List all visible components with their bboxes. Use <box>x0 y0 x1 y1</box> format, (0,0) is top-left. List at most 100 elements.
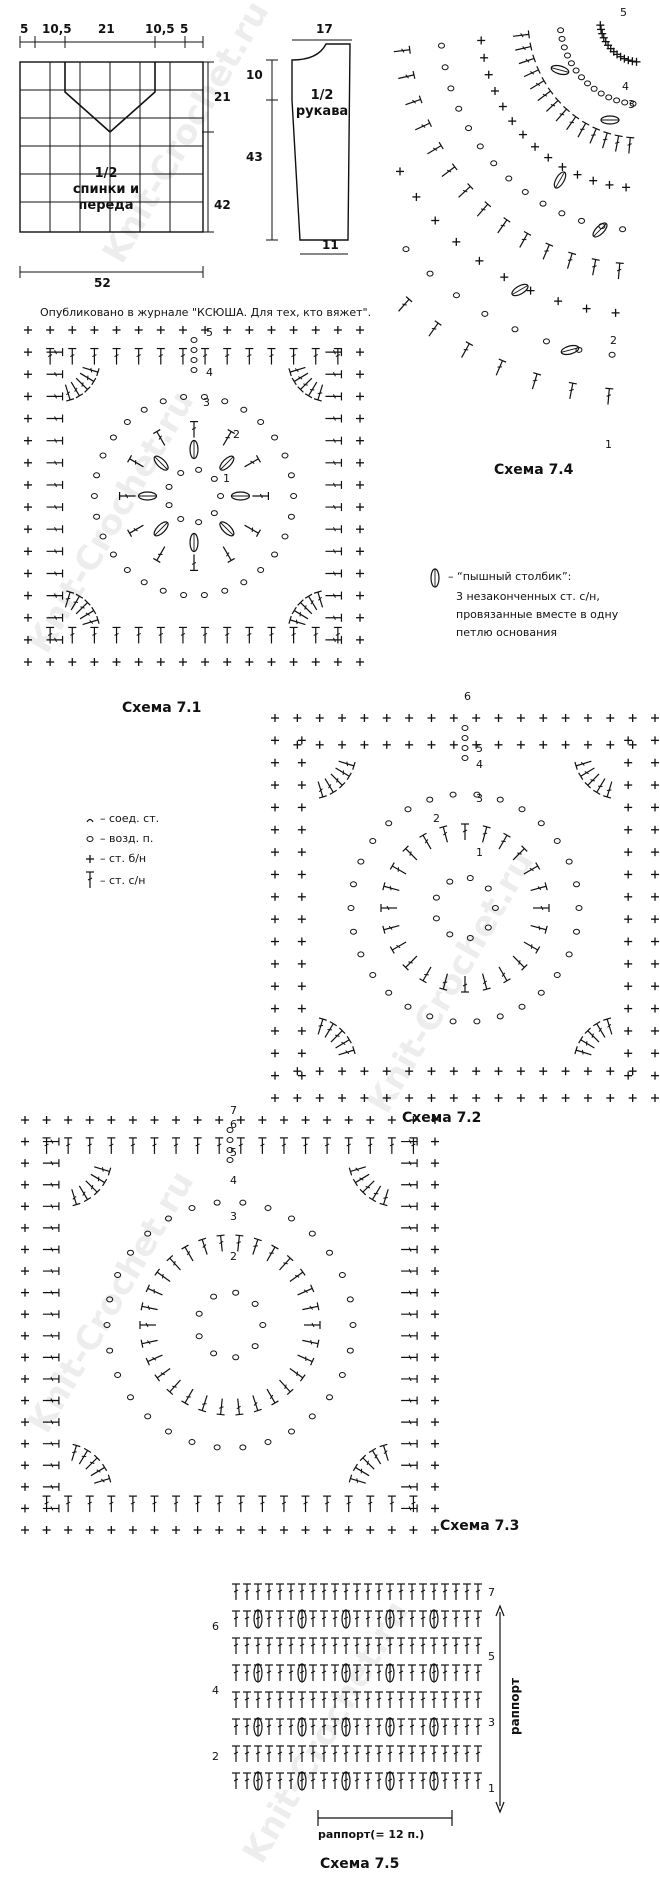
chain-stitch <box>572 67 580 74</box>
dc-stitch <box>397 1610 405 1627</box>
dc-stitch <box>279 1254 294 1271</box>
row-number: 2 <box>610 334 617 347</box>
dc-top <box>412 70 416 79</box>
dc-top <box>603 131 612 135</box>
dc-stitch <box>46 525 64 534</box>
dc-stem <box>512 955 525 968</box>
dc-top <box>568 381 577 385</box>
chain-stitch <box>369 837 377 844</box>
dc-stitch <box>441 1691 449 1708</box>
dc-stem <box>476 203 489 217</box>
dc-bar <box>133 528 138 532</box>
dc-stitch <box>401 1353 418 1362</box>
dc-stem <box>156 1271 171 1282</box>
dc-stitch <box>324 1021 338 1038</box>
dc-bar <box>398 1697 404 1701</box>
dc-top <box>288 615 292 624</box>
dc-top <box>339 1027 346 1034</box>
dc-bar <box>233 1670 239 1674</box>
dc-bar <box>172 1385 177 1388</box>
dc-bar <box>359 1177 364 1181</box>
dc-bar <box>398 1589 404 1593</box>
dc-stem <box>252 1239 259 1255</box>
dc-bar <box>50 1506 54 1511</box>
dc-stem <box>362 1180 375 1193</box>
dc-bar <box>310 1751 316 1755</box>
dc-stitch <box>309 1610 317 1627</box>
dc-bar <box>50 1268 54 1274</box>
puff-stitch <box>137 491 158 501</box>
chain-stitch <box>195 1333 203 1340</box>
dc-stem <box>405 848 418 861</box>
dc-top <box>145 1357 150 1366</box>
dc-top <box>107 1167 112 1176</box>
dc-stitch <box>566 113 580 131</box>
legend-single-crochet: – ст. б/н <box>100 852 147 865</box>
dc-top <box>304 393 313 399</box>
dc-stem <box>317 384 324 401</box>
dc-bar <box>72 1195 77 1200</box>
dc-bar <box>283 1262 288 1265</box>
chain-stitch <box>573 928 581 935</box>
scheme-7-3-caption: Схема 7.3 <box>440 1518 520 1534</box>
dc-bar <box>446 169 452 173</box>
dc-stitch <box>364 1637 372 1654</box>
dc-stitch <box>323 1137 332 1154</box>
dc-bar <box>313 632 318 636</box>
dc-top <box>181 1400 189 1406</box>
dc-stitch <box>320 1691 328 1708</box>
dc-stitch <box>317 781 327 799</box>
dc-bar <box>354 1751 360 1755</box>
dc-stitch <box>287 1691 295 1708</box>
dc-stitch <box>276 1772 284 1789</box>
dc-bar <box>114 632 119 636</box>
dc-stitch <box>401 1461 418 1470</box>
chain-stitch <box>496 796 504 803</box>
dc-stem <box>169 1379 181 1393</box>
chain-stitch <box>251 1300 259 1307</box>
dc-stitch <box>232 1772 240 1789</box>
chain-stitch <box>461 745 469 751</box>
chain-stitch <box>349 881 357 888</box>
dc-top <box>352 1046 356 1055</box>
dc-bar <box>431 1697 437 1701</box>
dc-bar <box>233 1589 239 1593</box>
dc-stitch <box>75 377 91 393</box>
dc-stitch <box>252 1237 262 1255</box>
dc-top <box>544 925 548 934</box>
dc-stem <box>482 826 488 843</box>
chain-stitch <box>446 878 454 885</box>
dc-stem <box>393 49 410 53</box>
sleeve-top-width: 17 <box>316 22 333 36</box>
chain-stitch <box>347 905 355 911</box>
dc-stitch <box>338 760 356 770</box>
dc-bar <box>255 1589 261 1593</box>
dc-stem <box>545 100 559 112</box>
dc-bar <box>136 632 141 636</box>
dc-stem <box>398 298 410 312</box>
dc-stitch <box>474 1691 482 1708</box>
dc-stitch <box>85 1454 101 1470</box>
dc-bar <box>130 1501 136 1505</box>
dc-bar <box>54 349 58 355</box>
chain-stitch <box>226 1137 234 1143</box>
dc-stitch <box>166 1254 181 1271</box>
chain-stitch <box>491 905 499 911</box>
dc-bar <box>398 1778 404 1782</box>
dc-stitch <box>320 1583 328 1600</box>
dc-top <box>359 1454 367 1462</box>
dc-bar <box>236 1241 241 1244</box>
dc-bar <box>284 1384 287 1389</box>
dc-stitch <box>325 525 343 534</box>
dc-bar <box>501 840 506 842</box>
puff-stitch <box>189 439 199 460</box>
dc-top <box>348 1167 353 1176</box>
dc-stitch <box>94 1166 112 1176</box>
dc-bar <box>443 831 448 836</box>
dc-stitch <box>222 546 235 563</box>
dc-stitch <box>325 591 343 600</box>
piece-label: спинки и <box>72 182 140 197</box>
dc-bar <box>332 1589 338 1593</box>
dc-top <box>91 377 97 386</box>
dc-stem <box>617 263 621 280</box>
